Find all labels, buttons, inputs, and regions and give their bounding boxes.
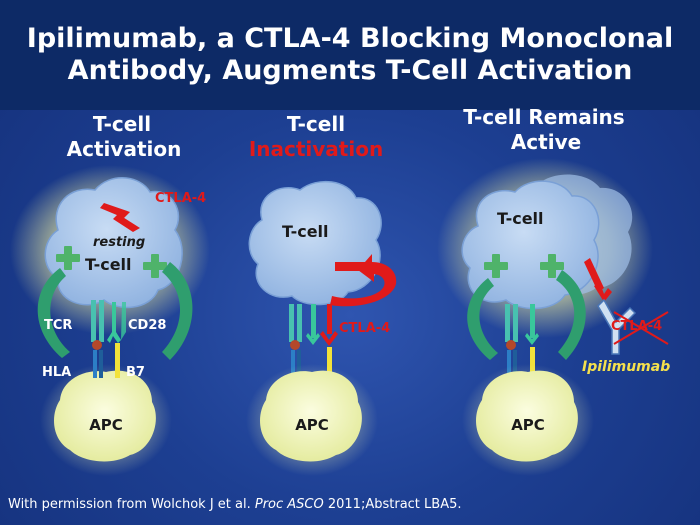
panel-activation: T-cell Activation CTLA-4 resting T-cell: [10, 112, 210, 476]
panel2-red-arrow: [330, 254, 397, 307]
panel3-plus-icon-left: [484, 254, 508, 278]
panel1-t-cell: [44, 177, 183, 309]
panel1-plus-icon-right: [143, 254, 167, 278]
panel1-apc: [54, 370, 156, 462]
title-bar: Ipilimumab, a CTLA-4 Blocking Monoclonal…: [0, 0, 700, 110]
citation-footer: With permission from Wolchok J et al. Pr…: [8, 497, 462, 512]
panel3-blocked-x-icon: [613, 311, 669, 345]
citation-journal: Proc ASCO: [254, 497, 324, 512]
panel1-ctla4-icon: [100, 203, 140, 232]
panel2-ctla4-receptor: [320, 304, 338, 380]
panel-inactivation: T-cell Inactivation T-cell: [246, 112, 397, 476]
panel-remains-active: T-cell Remains Active T-cell: [437, 105, 670, 476]
panel2-minus-icon: [335, 262, 365, 271]
panel1-heading-line1: T-cell: [93, 112, 151, 136]
panel3-heading-line2: Active: [511, 130, 581, 154]
panel2-apc: [260, 370, 362, 462]
citation-prefix: With permission from Wolchok J et al.: [8, 497, 255, 512]
panel1-plus-icon-left: [56, 246, 80, 270]
panel3-apc: [476, 370, 578, 462]
panel3-ctla4-receptor: [584, 258, 612, 302]
panel1-cd28-label: CD28: [128, 318, 166, 333]
panel1-arrow-left: [37, 268, 70, 358]
panel1-apc-label: APC: [89, 416, 123, 434]
panel3-arrow-right: [556, 270, 586, 360]
panel3-heading-line1: T-cell Remains: [463, 105, 624, 129]
panel3-antibody-label: Ipilimumab: [582, 359, 670, 375]
citation-suffix: 2011;Abstract LBA5.: [323, 497, 462, 512]
panel2-heading-line1: T-cell: [287, 112, 345, 136]
panel1-hla-label: HLA: [42, 365, 71, 380]
panel2-cd28-receptor: [306, 304, 320, 345]
panel1-tcr-label: TCR: [44, 318, 72, 333]
panel3-plus-icon-right: [540, 254, 564, 278]
panel1-arrow-right: [162, 262, 193, 360]
panel1-resting-label: resting: [93, 235, 145, 250]
panel1-cd28-receptor: [107, 302, 126, 378]
panel3-arrow-left: [467, 278, 498, 360]
panel2-apc-label: APC: [295, 416, 329, 434]
panel3-cd28-receptor: [525, 304, 539, 380]
slide-title: Ipilimumab, a CTLA-4 Blocking Monoclonal…: [26, 23, 674, 86]
panel1-heading-line2: Activation: [67, 137, 182, 161]
panel1-ctla4-label: CTLA-4: [155, 191, 206, 206]
panel3-tcr-receptor: [505, 304, 518, 380]
panel2-cell-label: T-cell: [282, 222, 329, 241]
panel2-t-cell: [248, 180, 382, 306]
panel2-heading-line2: Inactivation: [249, 137, 383, 161]
panel1-cell-label: T-cell: [85, 255, 132, 274]
panel1-tcr-receptor: [91, 300, 104, 378]
panel3-cell-label: T-cell: [497, 209, 544, 228]
panel2-ctla4-label: CTLA-4: [339, 321, 390, 336]
panel3-apc-label: APC: [511, 416, 545, 434]
panel1-b7-label: B7: [126, 365, 145, 380]
panel2-tcr-receptor: [289, 304, 302, 380]
